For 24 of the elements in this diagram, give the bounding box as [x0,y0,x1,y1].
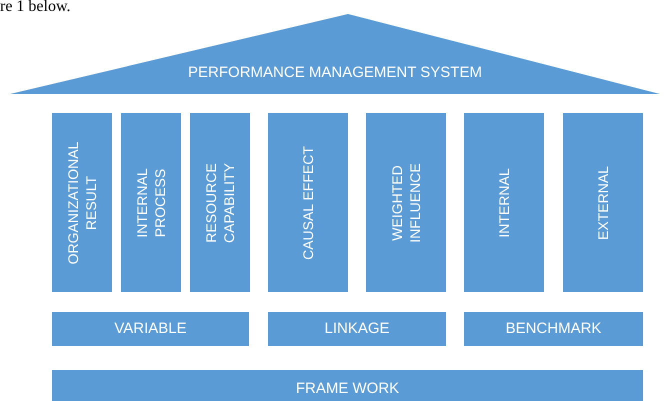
node-text: INTERNAL [495,166,513,240]
node-text: VARIABLE [114,320,187,338]
node-text: RESOURCE CAPABILITY [202,162,238,244]
band-box [52,370,643,401]
band-box [52,312,249,346]
pillar-box [190,113,250,292]
pillar-box [464,113,544,292]
pillar-box [268,113,348,292]
node-text: INTERNAL PROCESS [133,166,169,240]
band-box [268,312,446,346]
node-text: PERFORMANCE MANAGEMENT SYSTEM [188,64,482,82]
pillar-box [121,113,181,292]
node-text: WEIGHTED INFLUENCE [388,162,424,244]
pillar-box [52,113,112,292]
node-text: BENCHMARK [506,320,602,338]
node-text: CAUSAL EFFECT [299,144,317,262]
note-text: re 1 below. [0,0,70,14]
node-text: LINKAGE [324,320,390,338]
node-text: ORGANIZATIONAL RESULT [64,140,100,266]
node-text: FRAME WORK [296,380,400,398]
node-text: EXTERNAL [594,164,612,242]
pillar-box [366,113,446,292]
pillar-box [563,113,643,292]
band-box [464,312,643,346]
